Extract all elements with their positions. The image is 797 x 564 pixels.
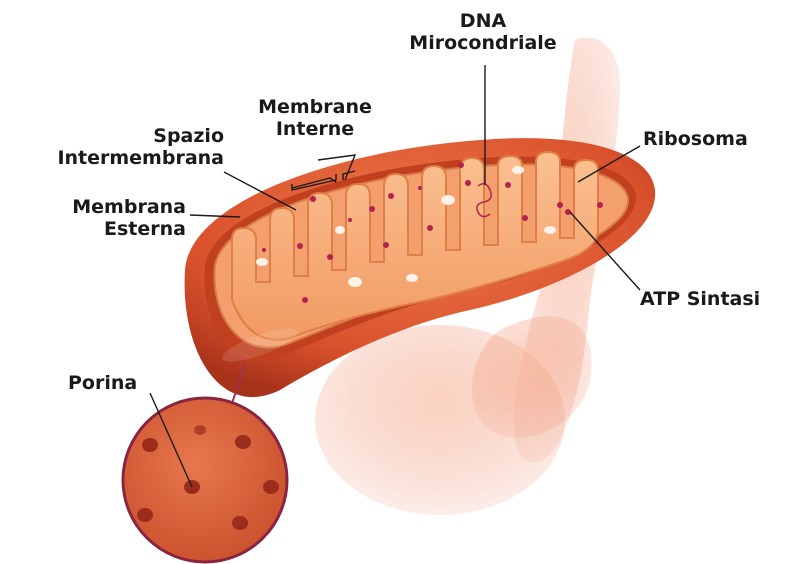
label-atp-sintasi: ATP Sintasi [640,288,760,310]
label-ribosoma: Ribosoma [643,128,748,150]
label-membrane-interne: Membrane Interne [240,96,390,140]
label-dna-line1: DNA [383,10,583,32]
label-porina: Porina [68,372,137,394]
label-membrane-interne-line2: Interne [240,118,390,140]
label-dna: DNA Mirocondriale [383,10,583,54]
label-membrana-esterna-line1: Membrana [0,196,186,218]
label-spazio-line2: Intermembrana [0,147,224,169]
label-membrana-esterna-line2: Esterna [0,218,186,240]
label-spazio-intermembrana: Spazio Intermembrana [0,125,224,169]
label-membrana-esterna: Membrana Esterna [0,196,186,240]
label-spazio-line1: Spazio [0,125,224,147]
label-dna-line2: Mirocondriale [383,32,583,54]
label-membrane-interne-line1: Membrane [240,96,390,118]
